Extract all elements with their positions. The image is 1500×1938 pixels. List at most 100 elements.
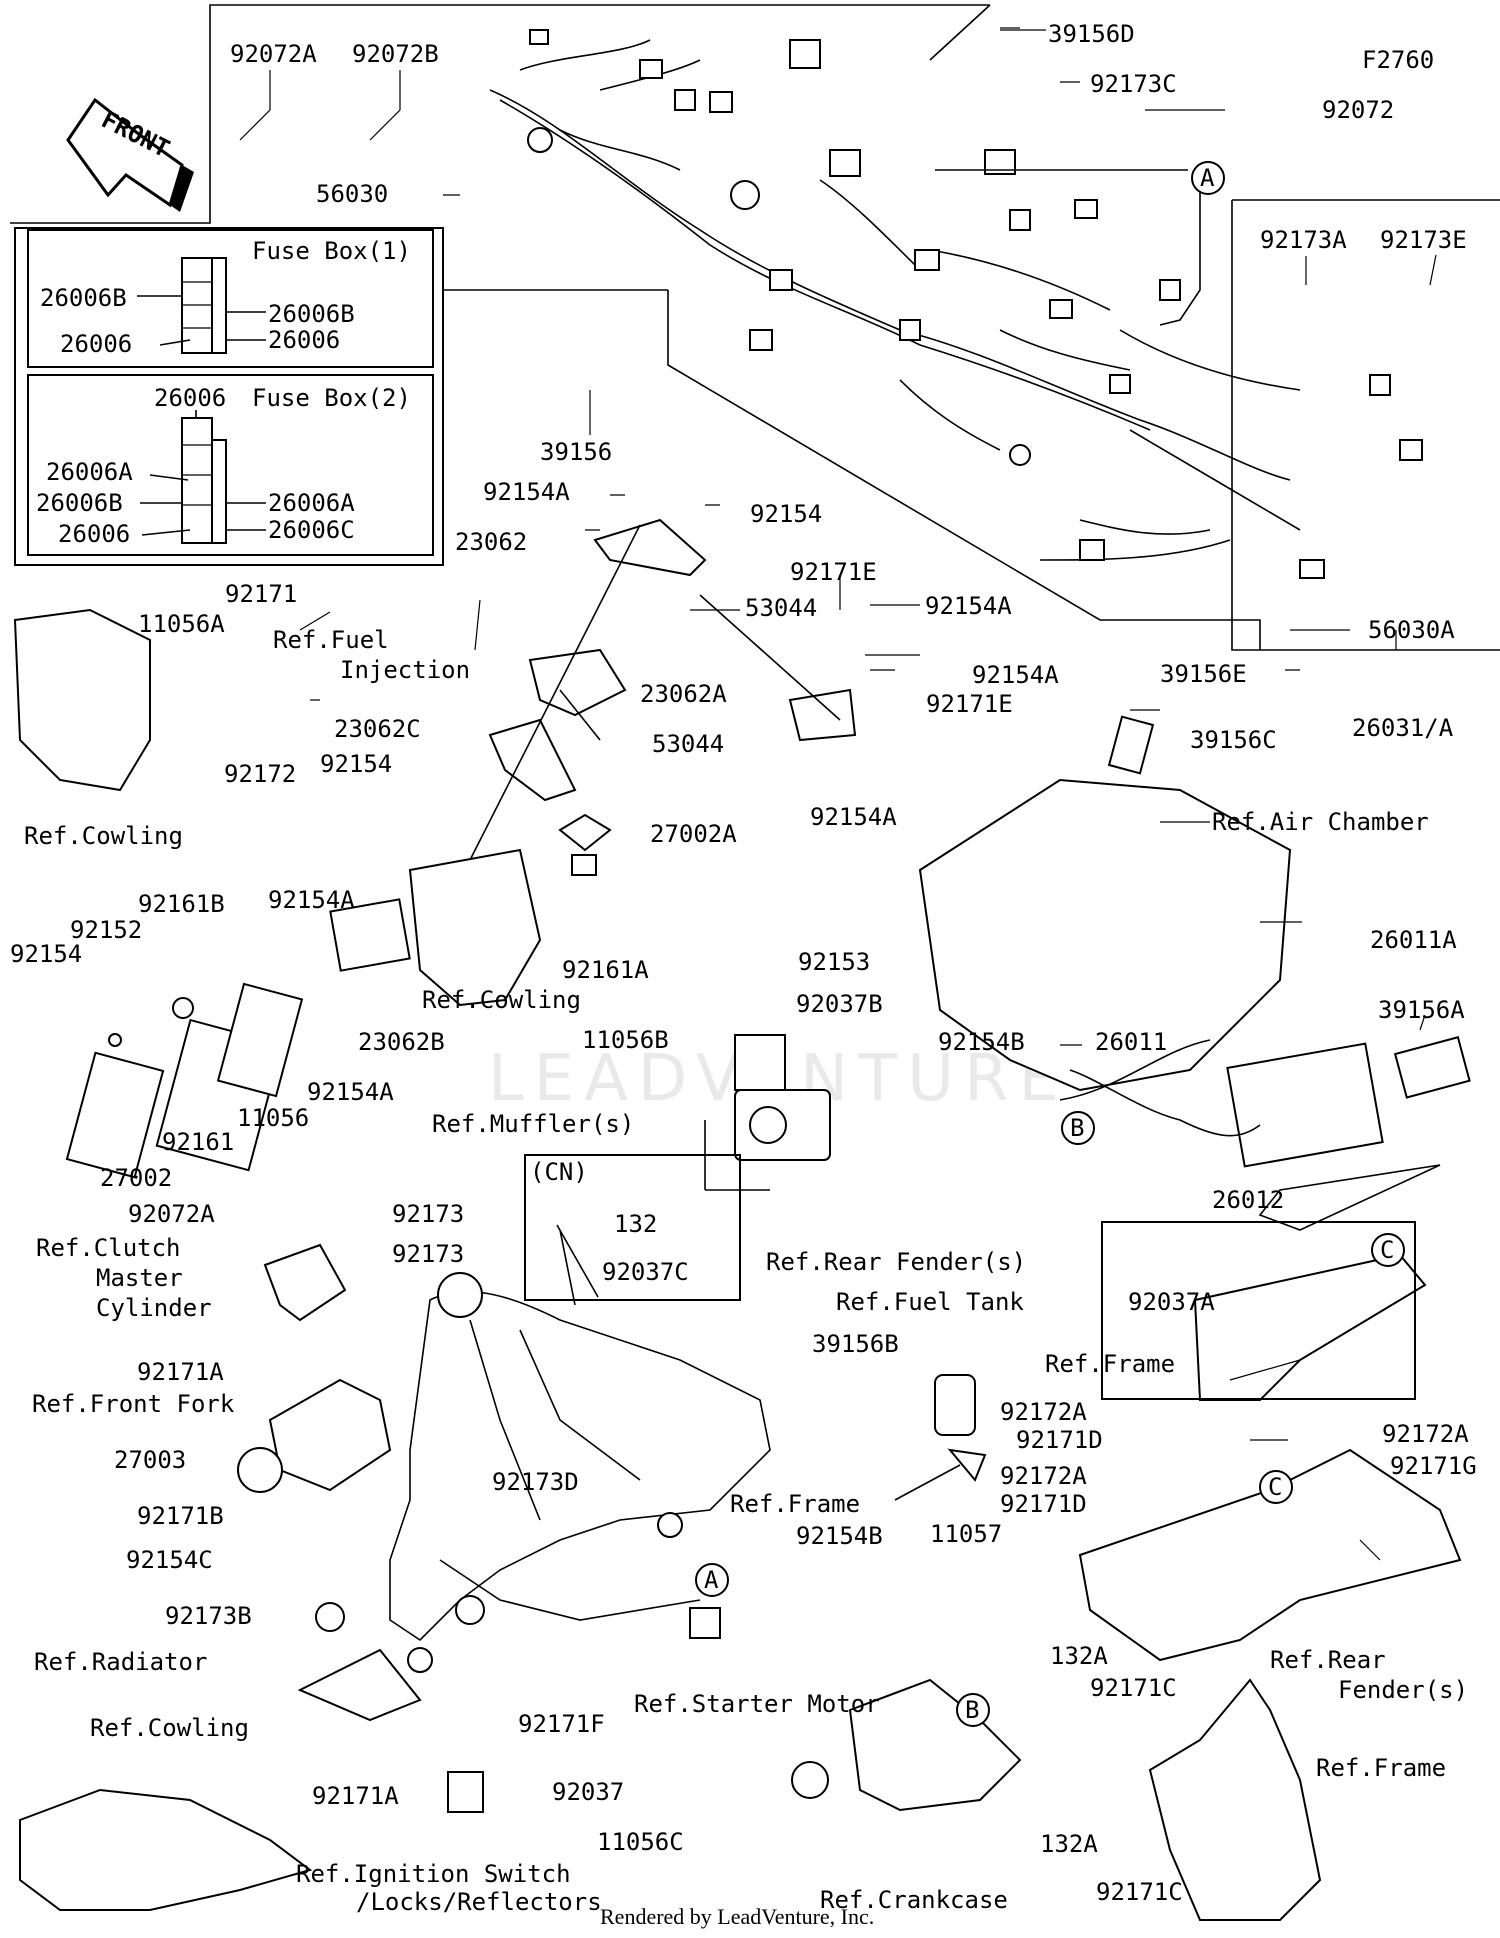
part-label: 23062A bbox=[640, 680, 727, 708]
part-label: 92173 bbox=[392, 1200, 464, 1228]
fuse-box-1-icon bbox=[137, 257, 266, 354]
leader-lines bbox=[239, 27, 1437, 1561]
part-label: 26011 bbox=[1095, 1028, 1167, 1056]
part-label: 92037 bbox=[552, 1778, 624, 1806]
clutch-switch-icon bbox=[263, 1243, 347, 1322]
part-label: 92171E bbox=[790, 558, 877, 586]
part-label: 11056A bbox=[138, 610, 225, 638]
part-label: 92072A bbox=[128, 1200, 215, 1228]
ref-label: Ref.Starter Motor bbox=[634, 1690, 880, 1718]
fuse-box-2-frame bbox=[27, 374, 434, 556]
part-label: 92171D bbox=[1016, 1426, 1103, 1454]
part-label: 53044 bbox=[745, 594, 817, 622]
fuel-tank-bracket-icon bbox=[894, 1374, 987, 1501]
cowling-mid-icon bbox=[408, 848, 542, 1007]
part-label: 92072B bbox=[352, 40, 439, 68]
fuse-label: 26006B bbox=[40, 284, 127, 312]
battery-icon bbox=[1059, 1036, 1471, 1231]
fuse-box-labels: Fuse Box(1) 26006B 26006B 26006 26006 26… bbox=[36, 237, 411, 548]
part-label: 27002 bbox=[100, 1164, 172, 1192]
ref-label: Ref.Front Fork bbox=[32, 1390, 235, 1418]
cn-part-icon bbox=[556, 1224, 599, 1306]
part-label: 92171A bbox=[312, 1782, 399, 1810]
part-label: 39156 bbox=[540, 438, 612, 466]
part-label: 92173C bbox=[1090, 70, 1177, 98]
part-label: 92173 bbox=[392, 1240, 464, 1268]
part-label: 92172A bbox=[1382, 1420, 1469, 1448]
part-label: 92154 bbox=[750, 500, 822, 528]
ref-label: Ref.Clutch bbox=[36, 1234, 181, 1262]
part-label: 92172A bbox=[1000, 1462, 1087, 1490]
cowling-bottom-icon bbox=[19, 1788, 313, 1911]
part-label: 132 bbox=[614, 1210, 657, 1238]
part-label: 92161B bbox=[138, 890, 225, 918]
part-label: 92037C bbox=[602, 1258, 689, 1286]
ref-label: /Locks/Reflectors bbox=[356, 1888, 602, 1916]
main-harness-icon bbox=[489, 29, 1423, 579]
part-label: 92152 bbox=[70, 916, 142, 944]
ref-label: Ref.Fuel Tank bbox=[836, 1288, 1024, 1316]
part-label: 39156E bbox=[1160, 660, 1247, 688]
reference-labels: Ref.Fuel Injection Ref.Cowling Ref.Cowli… bbox=[24, 626, 1468, 1916]
cowling-left-icon bbox=[13, 608, 151, 792]
ref-label: Ref.Frame bbox=[1045, 1350, 1175, 1378]
part-label: 92171C bbox=[1096, 1878, 1183, 1906]
part-label: 92172 bbox=[224, 760, 296, 788]
part-label: 92037A bbox=[1128, 1288, 1215, 1316]
part-label: 92154A bbox=[268, 886, 355, 914]
part-label: 132A bbox=[1050, 1642, 1108, 1670]
part-label: 92037B bbox=[796, 990, 883, 1018]
part-label: 39156B bbox=[812, 1330, 899, 1358]
fuse-box-1-frame bbox=[27, 229, 434, 368]
part-label: 92154 bbox=[320, 750, 392, 778]
part-label: 92173B bbox=[165, 1602, 252, 1630]
part-label: 39156A bbox=[1378, 996, 1465, 1024]
callout-a-top-label: A bbox=[1200, 164, 1215, 192]
cn-box bbox=[524, 1154, 741, 1301]
part-label: 92072 bbox=[1322, 96, 1394, 124]
fuse-label: 26006C bbox=[268, 516, 355, 544]
callout-a-frame-label: A bbox=[704, 1566, 719, 1594]
part-label: 92171C bbox=[1090, 1674, 1177, 1702]
ref-label: Ref.Frame bbox=[1316, 1754, 1446, 1782]
callout-b-battery-label: B bbox=[1070, 1114, 1084, 1142]
sensor-bracket-icon bbox=[704, 1034, 831, 1191]
part-label: 92154A bbox=[810, 803, 897, 831]
fuse-label: 26006A bbox=[46, 458, 133, 486]
harness-group-frame bbox=[929, 4, 1500, 651]
ref-label: Ref.Crankcase bbox=[820, 1886, 1008, 1914]
part-label: 11056C bbox=[597, 1828, 684, 1856]
part-label: 92154A bbox=[307, 1078, 394, 1106]
part-label: 92154 bbox=[10, 940, 82, 968]
part-label: 27002A bbox=[650, 820, 737, 848]
callout-a-leader bbox=[1159, 183, 1201, 326]
ref-label: Injection bbox=[340, 656, 470, 684]
part-label: 56030 bbox=[316, 180, 388, 208]
ref-label: Ref.Rear bbox=[1270, 1646, 1386, 1674]
fuse-label: 26006 bbox=[268, 326, 340, 354]
part-label: 92171E bbox=[926, 690, 1013, 718]
callout-c-fender bbox=[1259, 1470, 1293, 1504]
fuse-label: 26006B bbox=[36, 489, 123, 517]
callout-b-crankcase bbox=[956, 1693, 990, 1727]
callout-c-fender-label: C bbox=[1268, 1473, 1282, 1501]
part-label: 92171 bbox=[225, 580, 297, 608]
ref-label: Ref.Cowling bbox=[90, 1714, 249, 1742]
ref-label: Ref.Cowling bbox=[24, 822, 183, 850]
ignition-switch-icon bbox=[447, 1771, 484, 1813]
part-label: 92161A bbox=[562, 956, 649, 984]
main-frame-icon bbox=[389, 1272, 771, 1673]
ref-label: Ref.Fuel bbox=[273, 626, 389, 654]
ref-label: Master bbox=[96, 1264, 183, 1292]
callout-b-battery bbox=[1061, 1111, 1095, 1145]
part-label: 23062 bbox=[455, 528, 527, 556]
rear-fender-icon bbox=[1078, 1448, 1462, 1662]
part-label: 132A bbox=[1040, 1830, 1098, 1858]
part-label: 27003 bbox=[114, 1446, 186, 1474]
ref-label: Ref.Muffler(s) bbox=[432, 1110, 634, 1138]
air-chamber-icon bbox=[918, 778, 1292, 1092]
part-label: 92173D bbox=[492, 1468, 579, 1496]
part-label: 53044 bbox=[652, 730, 724, 758]
front-fork-clamp-icon bbox=[268, 1378, 392, 1492]
